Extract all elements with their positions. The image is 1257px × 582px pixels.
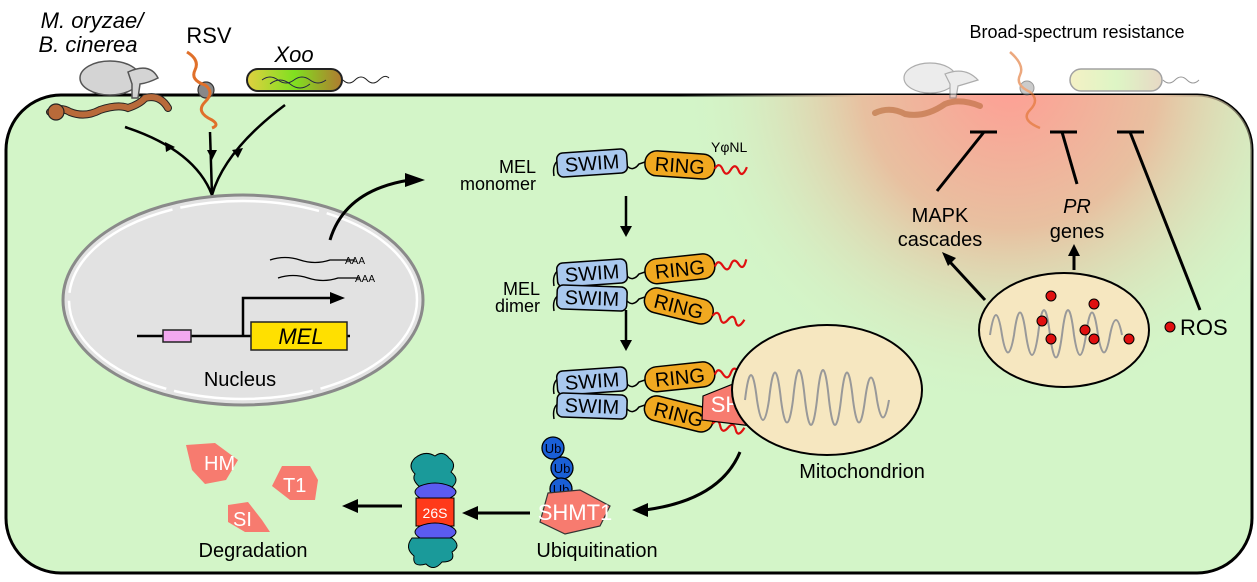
swim-domain: SWIM bbox=[556, 392, 628, 420]
fungus-label-line2: B. cinerea bbox=[38, 32, 137, 57]
assembly-arrows bbox=[620, 196, 632, 351]
fragment-2: T1 bbox=[283, 475, 306, 497]
shmt1-fragments bbox=[186, 443, 318, 532]
fragment-3: SI bbox=[233, 509, 252, 531]
pr-label-line1: PR bbox=[1063, 196, 1091, 218]
fungus-label-line1: M. oryzae/ bbox=[41, 8, 146, 33]
mel-protein-unit: SWIM RING bbox=[552, 253, 748, 288]
ubiquitination-label: Ubiquitination bbox=[536, 540, 657, 562]
shmt1-ubiquitinated bbox=[539, 489, 611, 535]
swim-label: SWIM bbox=[564, 395, 619, 419]
degradation-arrowhead-2 bbox=[342, 499, 358, 513]
ubiquitination-arrow bbox=[644, 451, 742, 512]
ubiquitination-arrowhead bbox=[632, 503, 648, 517]
fragment-1: HM bbox=[204, 453, 235, 475]
mapk-label-line1: MAPK bbox=[912, 205, 969, 227]
swim-domain: SWIM bbox=[555, 148, 629, 178]
nucleus-label: Nucleus bbox=[204, 369, 276, 391]
proteasome-label: 26S bbox=[423, 505, 448, 521]
swim-domain: SWIM bbox=[555, 366, 629, 396]
ynl-tail bbox=[713, 259, 748, 271]
mrna-tail-2: AAA bbox=[355, 274, 375, 285]
ros-arrows bbox=[942, 244, 1080, 302]
ring-domain: RING bbox=[644, 361, 748, 393]
ros-dot-icon bbox=[1164, 321, 1176, 333]
degradation-arrowhead-1 bbox=[462, 506, 478, 520]
gene-label: MEL bbox=[278, 324, 323, 349]
mel-protein-unit: SWIM RING bbox=[552, 148, 748, 180]
fungus-icon bbox=[46, 60, 172, 121]
faded-pathogens bbox=[872, 51, 1200, 130]
virus-label: RSV bbox=[186, 23, 232, 48]
swim-label: SWIM bbox=[564, 261, 620, 287]
mitochondrion-ros bbox=[978, 272, 1150, 388]
mrna-tail-1: AAA bbox=[345, 256, 365, 267]
dimer-label-line1: MEL bbox=[503, 279, 540, 299]
swim-domain: SWIM bbox=[555, 258, 629, 288]
inhibition-lines bbox=[935, 130, 1202, 311]
swim-label: SWIM bbox=[564, 287, 619, 311]
swim-domain: SWIM bbox=[556, 284, 628, 312]
proteasome-icon bbox=[408, 452, 458, 568]
pr-label-line2: genes bbox=[1050, 221, 1105, 243]
ring-label: RING bbox=[654, 257, 706, 284]
ynl-tail bbox=[711, 311, 746, 327]
monomer-label-line2: monomer bbox=[460, 174, 536, 194]
ring-domain: RING bbox=[644, 253, 748, 285]
ring-label: RING bbox=[654, 154, 705, 179]
mel-gene bbox=[137, 173, 425, 351]
mapk-label-line2: cascades bbox=[898, 229, 983, 251]
mitochondrion-label: Mitochondrion bbox=[799, 461, 925, 483]
gene-box bbox=[250, 321, 348, 351]
swim-label: SWIM bbox=[564, 151, 620, 177]
ubiquitin-icon: Ub bbox=[541, 436, 565, 460]
shmt1-ub-label: SHMT1 bbox=[538, 500, 613, 525]
promoter-element bbox=[162, 329, 192, 343]
ring-label: RING bbox=[654, 365, 706, 392]
mrna-2 bbox=[277, 274, 360, 282]
bacterium-label: Xoo bbox=[273, 42, 313, 67]
svg-text:Ub: Ub bbox=[554, 461, 571, 476]
ring-domain: RING bbox=[644, 150, 748, 180]
mrna-1 bbox=[269, 256, 355, 264]
dimer-label-line2: dimer bbox=[495, 296, 540, 316]
resistance-title: Broad-spectrum resistance bbox=[969, 22, 1184, 42]
swim-label: SWIM bbox=[564, 369, 620, 395]
bacterium-icon bbox=[246, 68, 390, 92]
virus-icon bbox=[186, 50, 218, 130]
ynl-tail bbox=[713, 164, 748, 176]
ubiquitin-icon: Ub bbox=[550, 456, 574, 480]
mel-protein-unit: SWIM RING bbox=[552, 361, 748, 396]
mitochondrion bbox=[731, 324, 923, 456]
monomer-label-line1: MEL bbox=[499, 157, 536, 177]
motif-label: YφNL bbox=[711, 139, 748, 155]
degradation-label: Degradation bbox=[199, 540, 308, 562]
ros-label: ROS bbox=[1180, 315, 1228, 340]
svg-text:Ub: Ub bbox=[545, 441, 562, 456]
